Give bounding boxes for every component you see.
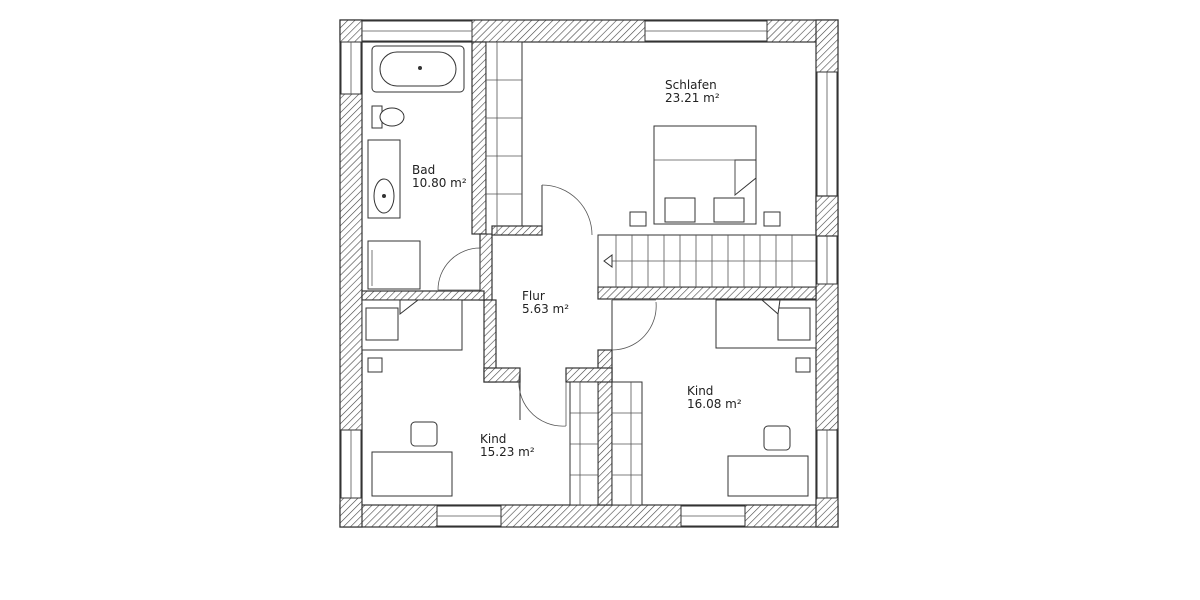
windows [340,20,838,527]
room-name-kind-left: Kind [480,432,506,446]
room-area-schlafen: 23.21 m² [665,91,720,105]
furniture-kind-right [715,299,817,497]
room-area-flur: 5.63 m² [522,302,569,316]
room-labels: Schlafen 23.21 m² Bad 10.80 m² Flur 5.63… [412,78,742,459]
interior-walls [361,41,839,506]
wardrobe-schlafen [486,42,522,234]
room-area-kind-right: 16.08 m² [687,397,742,411]
room-name-kind-right: Kind [687,384,713,398]
room-name-schlafen: Schlafen [665,78,717,92]
wardrobe-kind [569,381,643,506]
room-name-bad: Bad [412,163,435,177]
bathroom-fixtures [367,45,465,290]
room-area-kind-left: 15.23 m² [480,445,535,459]
furniture-kind-left [361,299,463,497]
doors [437,184,657,427]
room-name-flur: Flur [522,289,545,303]
staircase [597,234,817,288]
bed-schlafen [629,125,781,227]
room-area-bad: 10.80 m² [412,176,467,190]
